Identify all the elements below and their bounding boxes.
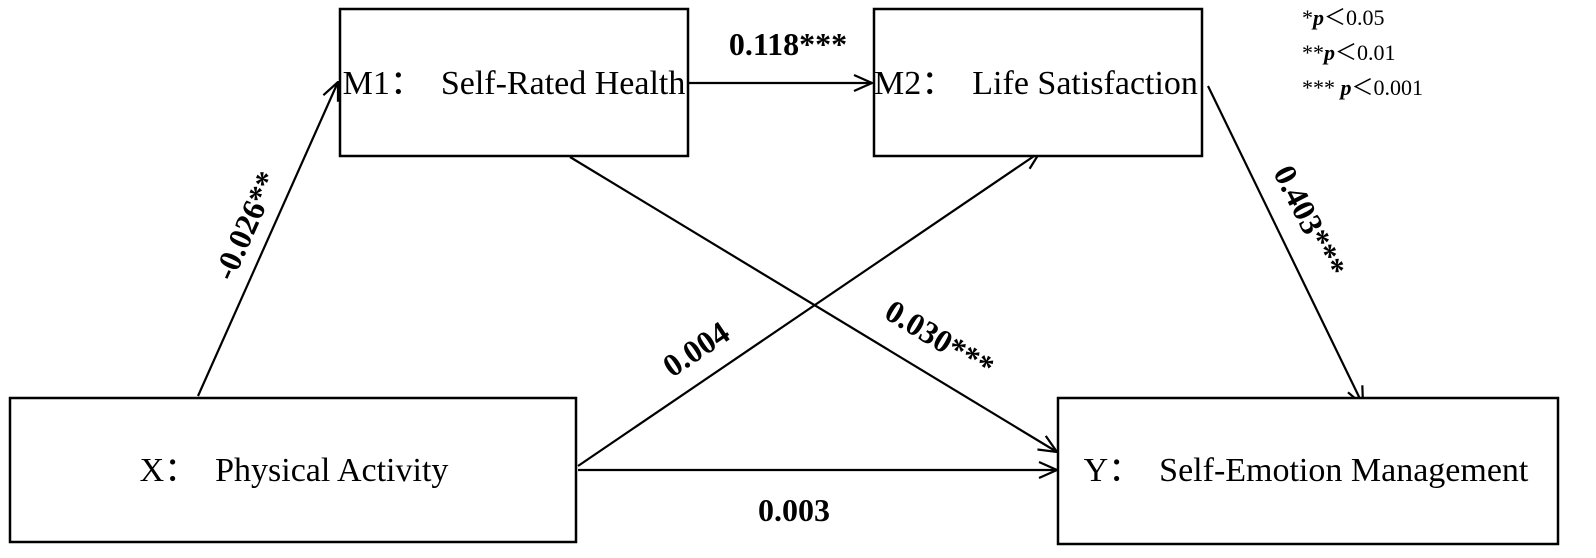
- significance-legend: *p＜0.05 **p＜0.01 *** p＜0.001: [1302, 5, 1423, 100]
- coef-x-m2: 0.004: [656, 314, 736, 384]
- node-x: X： Physical Activity: [8, 396, 578, 544]
- node-m2: M2： Life Satisfaction: [872, 7, 1204, 158]
- legend-line-2: **p＜0.01: [1302, 40, 1396, 65]
- arrow-x-to-m2: [577, 152, 1040, 467]
- node-y-label: Y： Self-Emotion Management: [1084, 452, 1529, 489]
- coef-m1-m2: 0.118***: [729, 26, 847, 62]
- coef-m2-y: 0.403***: [1267, 159, 1354, 282]
- arrow-x-to-m1: [196, 82, 338, 397]
- node-y: Y： Self-Emotion Management: [1056, 396, 1560, 546]
- node-m1: M1： Self-Rated Health: [338, 7, 690, 158]
- legend-line-3: *** p＜0.001: [1302, 75, 1423, 100]
- node-m1-label: M1： Self-Rated Health: [343, 65, 686, 102]
- arrow-m2-to-y: [1207, 85, 1363, 405]
- legend-line-1: *p＜0.05: [1302, 5, 1385, 30]
- node-x-label: X： Physical Activity: [140, 452, 449, 489]
- coef-x-y: 0.003: [758, 492, 830, 528]
- coef-m1-y: 0.030***: [879, 292, 1000, 385]
- node-m2-label: M2： Life Satisfaction: [874, 65, 1198, 102]
- arrow-m1-to-y: [569, 156, 1057, 452]
